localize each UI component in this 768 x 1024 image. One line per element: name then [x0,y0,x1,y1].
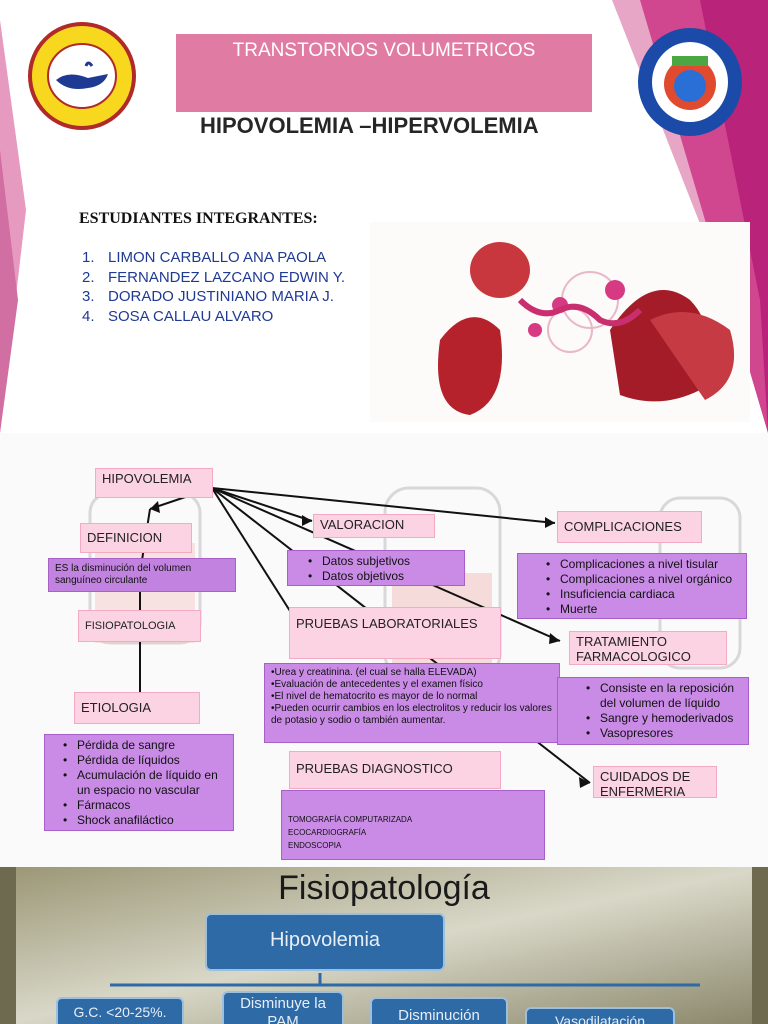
definicion-text: ES la disminución del volumen sanguíneo … [48,558,236,592]
list-item: ENDOSCOPIA [288,841,342,850]
list-item: •Urea y creatinina. (el cual se halla EL… [271,667,477,678]
list-item: Vasopresores [586,726,740,741]
pruebas-laboratoriales-list: •Urea y creatinina. (el cual se halla EL… [264,663,560,743]
node-definicion: DEFINICION [80,523,192,553]
nursing-logo [28,22,136,130]
box-disminucion: Disminución [370,997,508,1024]
box-vasodilatacion: Vasodilatación [525,1007,675,1024]
node-complicaciones: COMPLICACIONES [557,511,702,543]
list-item: Sangre y hemoderivados [586,711,740,726]
box-pam: Disminuye la PAM [222,991,344,1024]
list-item: Consiste en la reposición del volumen de… [586,681,740,711]
complicaciones-list: Complicaciones a nivel tisular Complicac… [517,553,747,619]
lungs-illustration [370,222,750,422]
list-item: Fármacos [63,798,225,813]
node-cuidados: CUIDADOS DE ENFERMERIA [593,766,717,799]
list-item: •El nivel de hematocrito es mayor de lo … [271,691,478,702]
list-item: ECOCARDIOGRAFÍA [288,828,367,837]
list-item: Complicaciones a nivel tisular [546,557,738,572]
tratamiento-list: Consiste en la reposición del volumen de… [557,677,749,745]
list-item: Shock anafiláctico [63,813,225,828]
node-fisiopatologia: FISIOPATOLOGIA [78,610,201,642]
list-item: Complicaciones a nivel orgánico [546,572,738,587]
box-gc: G.C. <20-25%. [56,997,184,1024]
list-item: Muerte [546,602,738,617]
list-item: •Pueden ocurrir cambios en los electroli… [271,703,552,726]
node-valoracion: VALORACION [313,514,435,538]
list-item: Datos subjetivos [308,554,456,569]
box-hipovolemia: Hipovolemia [205,913,445,971]
node-hipovolemia: HIPOVOLEMIA [95,468,213,498]
slide3-title: Fisiopatología [278,869,490,907]
node-etiologia: ETIOLOGIA [74,692,200,724]
list-item: Pérdida de líquidos [63,753,225,768]
list-item: Acumulación de líquido en un espacio no … [63,768,225,798]
list-item: 2.FERNANDEZ LAZCANO EDWIN Y. [82,268,345,286]
valoracion-list: Datos subjetivos Datos objetivos [287,550,465,586]
list-item: 3.DORADO JUSTINIANO MARIA J. [82,288,334,305]
list-item: •Evaluación de antecedentes y el examen … [271,679,483,690]
university-logo [638,28,742,136]
list-item: Pérdida de sangre [63,738,225,753]
node-tratamiento: TRATAMIENTO FARMACOLOGICO [569,631,727,665]
pruebas-diagnostico-list: TOMOGRAFÍA COMPUTARIZADA ECOCARDIOGRAFÍA… [281,790,545,860]
slide-title-text: TRANSTORNOS VOLUMETRICOS [232,40,536,61]
students-heading: ESTUDIANTES INTEGRANTES: [79,210,318,227]
slide-concept-map: HIPOVOLEMIA DEFINICION ES la disminución… [0,433,768,867]
list-item: 4.SOSA CALLAU ALVARO [82,307,274,325]
list-item: 1.LIMON CARBALLO ANA PAOLA [82,249,327,266]
slide-title: TRANSTORNOS VOLUMETRICOS HIPOVOLEMIA –HI… [0,0,768,433]
slide-subtitle: HIPOVOLEMIA –HIPERVOLEMIA [200,113,539,138]
title-banner: TRANSTORNOS VOLUMETRICOS [176,34,592,112]
node-pruebas-diagnostico: PRUEBAS DIAGNOSTICO [289,751,501,789]
list-item: Insuficiencia cardiaca [546,587,738,602]
students-list: 1.LIMON CARBALLO ANA PAOLA 2.FERNANDEZ L… [82,248,345,326]
etiologia-list: Pérdida de sangre Pérdida de líquidos Ac… [44,734,234,831]
list-item: TOMOGRAFÍA COMPUTARIZADA [288,815,413,824]
slide-fisiopatologia: Fisiopatología Hipovolemia G.C. <20-25%.… [0,867,768,1024]
list-item: Datos objetivos [308,569,456,584]
node-pruebas-laboratoriales: PRUEBAS LABORATORIALES [289,607,501,659]
